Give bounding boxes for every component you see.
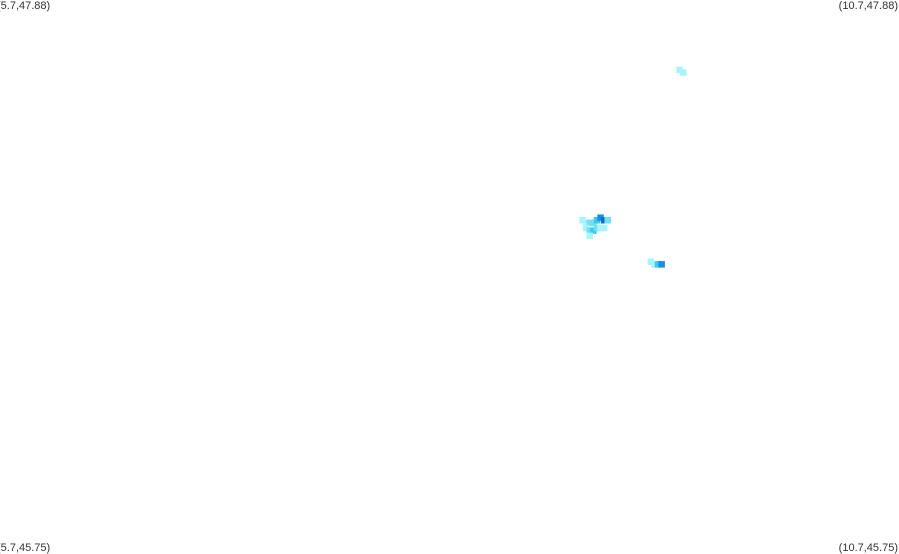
precipitation-cell bbox=[597, 224, 604, 232]
precipitation-cell bbox=[586, 219, 593, 227]
precipitation-cell bbox=[676, 66, 683, 74]
corner-coordinate-bottom-right: (10.7,45.75) bbox=[838, 542, 898, 554]
precipitation-cell bbox=[582, 224, 590, 232]
corner-coordinate-top-right: (10.7,47.88) bbox=[838, 0, 898, 12]
precipitation-cell bbox=[593, 224, 601, 232]
precipitation-cell bbox=[654, 261, 662, 268]
precipitation-cell bbox=[658, 261, 665, 268]
precipitation-cell bbox=[590, 219, 597, 227]
precipitation-cell bbox=[586, 232, 593, 240]
precipitation-cell bbox=[651, 261, 658, 268]
precipitation-cell bbox=[597, 214, 604, 221]
precipitation-cell bbox=[579, 217, 586, 224]
precipitation-cell bbox=[604, 217, 611, 224]
corner-coordinate-bottom-left: (5.7,45.75) bbox=[0, 542, 51, 554]
precipitation-cell bbox=[586, 227, 593, 234]
precipitation-cell bbox=[593, 217, 601, 224]
precipitation-cell bbox=[582, 219, 590, 227]
precipitation-cell bbox=[600, 224, 608, 232]
precipitation-cell bbox=[600, 217, 608, 224]
precipitation-cell bbox=[590, 227, 597, 234]
precipitation-cell bbox=[680, 69, 687, 76]
precipitation-layer bbox=[579, 66, 687, 268]
corner-coordinate-top-left: (5.7,47.88) bbox=[0, 0, 51, 12]
precipitation-cell bbox=[647, 258, 655, 265]
